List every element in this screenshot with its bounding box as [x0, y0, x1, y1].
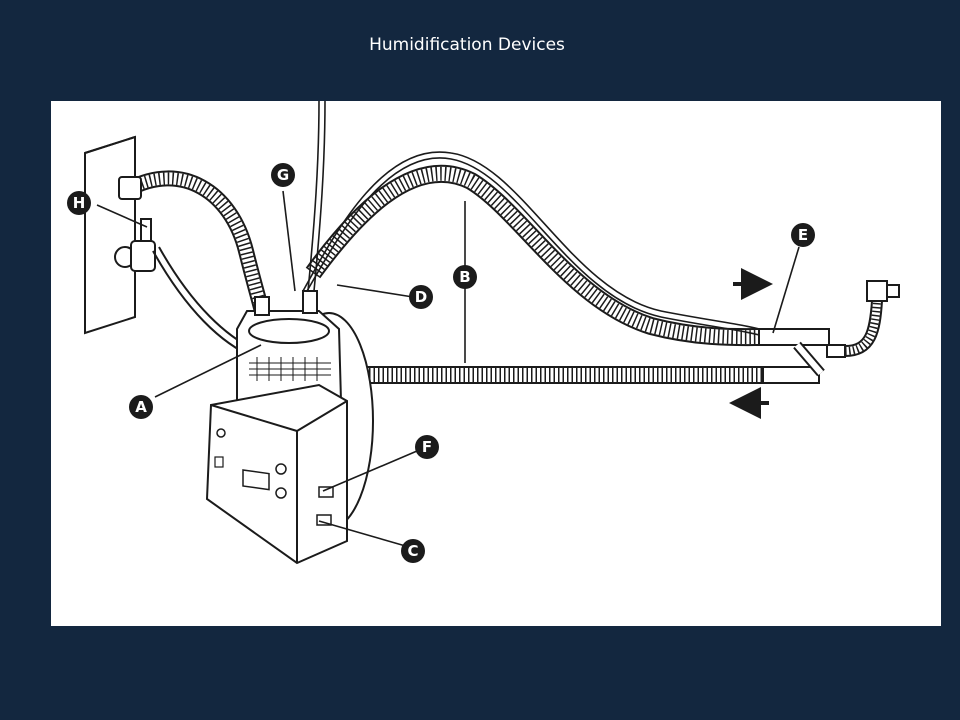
temperature-probe-wire — [302, 151, 774, 340]
slide-title: Humidification Devices — [369, 35, 565, 55]
patient-connection — [844, 280, 900, 357]
wall-mount — [84, 135, 136, 335]
callout-h: H — [67, 191, 91, 215]
wall-gas-outlet — [114, 218, 156, 272]
inspiratory-limb — [305, 165, 764, 347]
callout-b: B — [453, 265, 477, 289]
water-feed-line — [306, 101, 326, 302]
diagram-panel: A B C D E F G — [51, 101, 941, 626]
humidifier-diagram: A B C D E F G — [67, 101, 900, 565]
callout-d: D — [409, 285, 433, 309]
callout-f: F — [415, 435, 439, 459]
callout-c: C — [401, 539, 425, 563]
callout-d-label: D — [415, 288, 427, 306]
callout-a: A — [129, 395, 153, 419]
callout-a-label: A — [135, 398, 147, 416]
patient-wye-connector — [758, 328, 846, 384]
callout-leaders — [96, 190, 800, 548]
callout-h-label: H — [73, 194, 86, 212]
callout-e: E — [791, 223, 815, 247]
callout-b-label: B — [459, 268, 470, 286]
callout-g: G — [271, 163, 295, 187]
heated-humidifier-unit — [205, 290, 374, 565]
callout-c-label: C — [407, 542, 418, 560]
callout-f-label: F — [422, 438, 432, 456]
callout-g-label: G — [277, 166, 289, 184]
callout-e-label: E — [798, 226, 808, 244]
